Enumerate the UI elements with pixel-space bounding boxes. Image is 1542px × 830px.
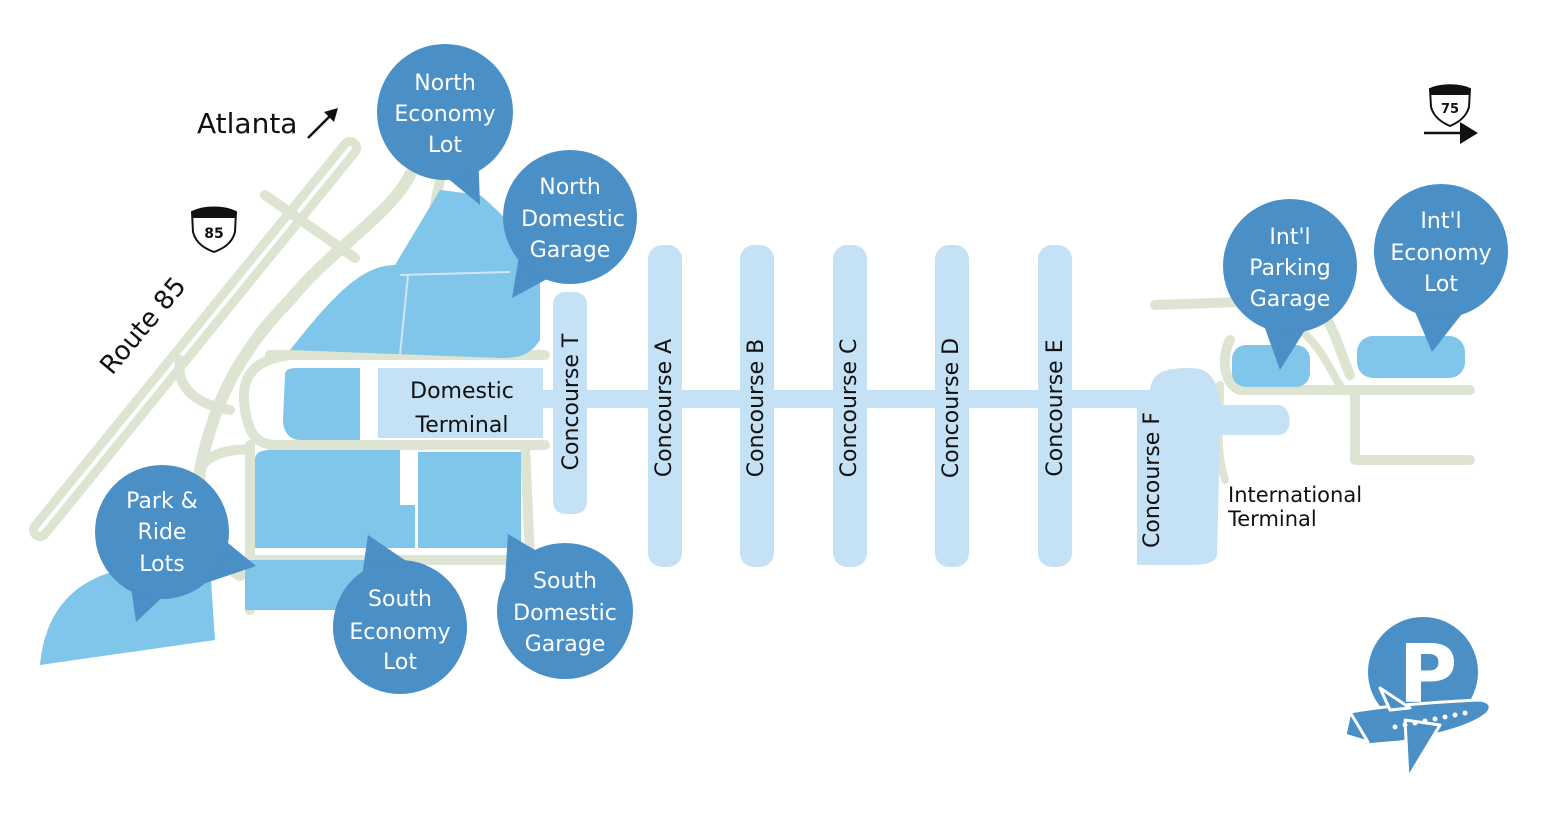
- domestic-terminal-label: Domestic: [410, 379, 514, 404]
- concourse-label: Concourse C: [837, 339, 862, 478]
- concourse-labels: Concourse T Concourse A Concourse B Conc…: [559, 333, 1165, 548]
- terminal-buildings: [378, 245, 1290, 567]
- concourse-label: Concourse D: [939, 338, 964, 478]
- international-terminal-label: International: [1228, 483, 1362, 507]
- international-terminal-label: Terminal: [1227, 507, 1317, 531]
- concourse-label: Concourse E: [1043, 339, 1068, 476]
- concourse-label: Concourse T: [559, 333, 584, 470]
- interstate-75-shield-icon: 75: [1428, 84, 1472, 128]
- shield-number: 75: [1441, 102, 1459, 117]
- concourse-label: Concourse B: [744, 339, 769, 477]
- concourse-label: Concourse A: [652, 339, 677, 477]
- interstate-85-shield-icon: 85: [190, 206, 238, 254]
- concourse-label: Concourse F: [1140, 412, 1165, 548]
- roads: [29, 137, 1475, 615]
- parking-airplane-icon: P: [1343, 617, 1492, 780]
- arrow-ne-icon: [307, 108, 338, 139]
- atlanta-label: Atlanta: [197, 107, 297, 140]
- domestic-terminal: [378, 368, 543, 438]
- domestic-terminal-label: Terminal: [415, 413, 509, 438]
- arrow-right-icon: [1424, 122, 1478, 144]
- shield-number: 85: [204, 226, 223, 242]
- international-terminal: [1137, 368, 1290, 565]
